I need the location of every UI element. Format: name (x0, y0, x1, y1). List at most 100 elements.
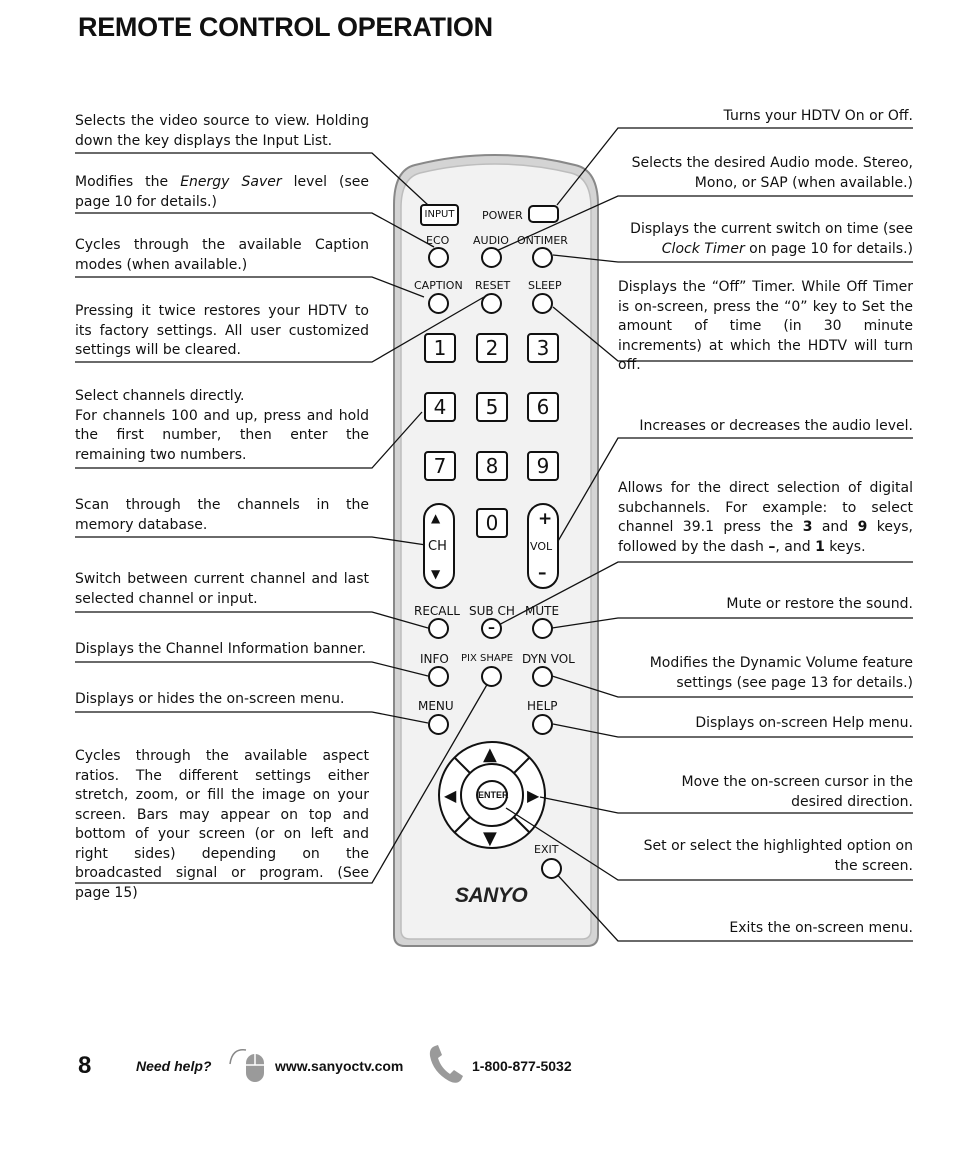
recall-button[interactable] (428, 618, 449, 639)
page-number: 8 (78, 1052, 92, 1079)
subch-text5: keys. (824, 538, 866, 555)
recall-description: Switch between current channel and last … (75, 571, 369, 607)
mouse-icon (229, 1049, 264, 1082)
key-2[interactable]: 2 (476, 333, 508, 363)
audio-label: AUDIO (473, 234, 509, 247)
subch-label: SUB CH (469, 604, 515, 618)
phone-number: 1-800-877-5032 (472, 1058, 572, 1074)
audio-button[interactable] (481, 247, 502, 268)
ch-rocker[interactable]: ▲ CH ▼ (423, 503, 455, 589)
input-label: INPUT (424, 209, 455, 220)
caption-button[interactable] (428, 293, 449, 314)
enter-description: Set or select the highlighted option on … (643, 838, 913, 874)
exit-button[interactable] (541, 858, 562, 879)
help-label: HELP (527, 699, 558, 713)
dynvol-description: Modifies the Dynamic Volume feature sett… (649, 655, 913, 691)
subch-dash: – (768, 538, 776, 555)
key-0[interactable]: 0 (476, 508, 508, 538)
help-description: Displays on-screen Help menu. (695, 715, 913, 731)
number-desc-line1: Select channels directly. (75, 388, 245, 404)
nav-up-icon[interactable]: ▲ (483, 744, 497, 765)
input-button[interactable]: INPUT (420, 204, 459, 226)
ontimer-desc-after: on page 10 for details.) (744, 240, 913, 257)
recall-label: RECALL (414, 604, 460, 618)
eco-label: ECO (426, 234, 450, 247)
subch-key-1: 1 (815, 538, 825, 555)
key-1[interactable]: 1 (424, 333, 456, 363)
power-button[interactable] (528, 205, 559, 223)
ch-up-icon[interactable]: ▲ (431, 511, 441, 525)
ch-label: CH (428, 539, 447, 554)
exit-description: Exits the on-screen menu. (729, 920, 913, 936)
need-help-text: Need help? (136, 1058, 212, 1074)
caption-label: CAPTION (414, 279, 463, 292)
eco-desc-before: Modifies the (75, 174, 181, 190)
subch-key-3: 3 (802, 519, 813, 535)
subch-description: Allows for the direct selection of digit… (618, 479, 913, 557)
subch-text1: Allows for the direct selection of digit… (618, 480, 913, 535)
phone-icon (429, 1045, 463, 1083)
mute-label: MUTE (525, 604, 560, 618)
key-5[interactable]: 5 (476, 392, 508, 422)
reset-button[interactable] (481, 293, 502, 314)
key-3[interactable]: 3 (527, 333, 559, 363)
subch-text3: keys, followed by the dash (618, 519, 913, 555)
nav-description: Move the on-screen cursor in the desired… (681, 774, 913, 810)
ch-down-icon[interactable]: ▼ (431, 567, 441, 581)
key-6[interactable]: 6 (527, 392, 559, 422)
nav-down-icon[interactable]: ▼ (483, 828, 497, 849)
audio-description: Selects the desired Audio mode. Stereo, … (631, 155, 913, 191)
ontimer-label: ONTIMER (517, 234, 568, 247)
pixshape-description: Cycles through the available aspect rati… (75, 748, 369, 901)
page-title: REMOTE CONTROL OPERATION (78, 12, 493, 42)
menu-description: Displays or hides the on-screen menu. (75, 691, 345, 707)
sleep-label: SLEEP (528, 279, 562, 292)
mute-button[interactable] (532, 618, 553, 639)
power-label: POWER (482, 209, 523, 222)
ontimer-description: Displays the current switch on time (see… (613, 220, 913, 259)
nav-left-icon[interactable]: ◀ (444, 786, 457, 805)
number-desc-line2: For channels 100 and up, press and hold … (75, 407, 369, 463)
dynvol-label: DYN VOL (522, 652, 575, 666)
website-text: www.sanyoctv.com (275, 1058, 404, 1074)
ontimer-button[interactable] (532, 247, 553, 268)
enter-button[interactable]: ENTER (476, 780, 509, 810)
vol-plus-icon[interactable]: + (538, 509, 553, 529)
vol-minus-icon[interactable]: – (538, 563, 547, 583)
vol-rocker[interactable]: + VOL – (527, 503, 559, 589)
menu-button[interactable] (428, 714, 449, 735)
ch-description: Scan through the channels in the memory … (75, 497, 369, 533)
reset-label: RESET (475, 279, 511, 292)
subch-key-9: 9 (857, 519, 868, 535)
input-description: Selects the video source to view. Holdin… (75, 113, 369, 149)
pixshape-label: PIX SHAPE (461, 653, 514, 664)
key-4[interactable]: 4 (424, 392, 456, 422)
info-description: Displays the Channel Information banner. (75, 641, 366, 657)
key-7[interactable]: 7 (424, 451, 456, 481)
exit-label: EXIT (534, 843, 559, 856)
eco-desc-italic: Energy Saver (180, 174, 282, 190)
eco-description: Modifies the Energy Saver level (see pag… (75, 173, 369, 212)
pixshape-button[interactable] (481, 666, 502, 687)
mute-description: Mute or restore the sound. (726, 596, 913, 612)
info-button[interactable] (428, 666, 449, 687)
enter-label: ENTER (478, 790, 509, 800)
subch-text2: and (812, 519, 858, 535)
sleep-button[interactable] (532, 293, 553, 314)
subch-text4: , and (775, 538, 816, 555)
subch-button[interactable]: – (481, 618, 502, 639)
key-8[interactable]: 8 (476, 451, 508, 481)
number-keys-description: Select channels directly. For channels 10… (75, 387, 369, 465)
nav-right-icon[interactable]: ▶ (527, 786, 540, 805)
vol-description: Increases or decreases the audio level. (639, 418, 913, 434)
key-9[interactable]: 9 (527, 451, 559, 481)
ontimer-desc-before: Displays the current switch on time (see (630, 221, 913, 237)
eco-button[interactable] (428, 247, 449, 268)
dynvol-button[interactable] (532, 666, 553, 687)
reset-description: Pressing it twice restores your HDTV to … (75, 303, 369, 358)
caption-description: Cycles through the available Caption mod… (75, 237, 369, 273)
sanyo-logo: SANYO (455, 884, 528, 907)
help-button[interactable] (532, 714, 553, 735)
power-description: Turns your HDTV On or Off. (723, 108, 913, 124)
